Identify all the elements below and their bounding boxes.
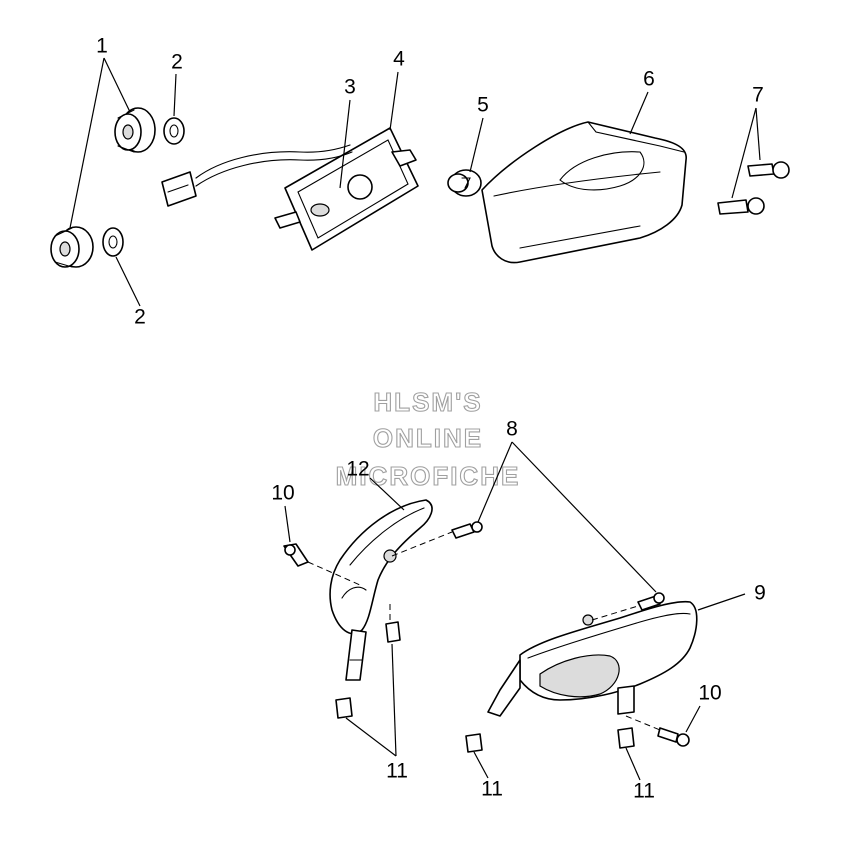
part-11-clip-a [385,621,401,643]
callout-9: 9 [754,582,766,605]
part-2-washer-lower [102,227,124,257]
assembly-lines [307,531,661,731]
callout-11-left: 11 [386,760,408,783]
part-5-bulb [447,169,482,197]
callout-4: 4 [393,48,405,71]
part-10-screw-left [283,543,309,567]
part-11-clip-b [335,697,353,719]
part-10-screw-right [657,727,690,747]
part-9-right-housing [487,600,698,717]
part-7-screw-lower [717,197,765,215]
part-3-wiring-harness [161,144,353,207]
watermark: HLSM'S ONLINE MICROFICHE [335,386,521,491]
callout-8: 8 [506,418,518,441]
leader-lines [69,57,761,781]
part-12-left-housing [329,499,433,681]
part-7-screw-upper [747,161,790,179]
callout-10-left: 10 [271,482,294,505]
callout-1: 1 [96,35,108,58]
callout-numbers: 1 2 2 3 4 5 6 7 8 9 10 10 11 11 11 12 [96,35,766,803]
callout-2-lower: 2 [134,306,146,329]
part-11-clip-c [465,733,483,753]
part-6-headlight-lens [481,121,687,264]
part-2-washer-upper [163,117,185,145]
part-1-grommet-upper [114,107,156,153]
part-4-socket-plate [274,127,419,251]
callout-10-right: 10 [698,682,721,705]
callout-11-middle: 11 [481,778,503,801]
callout-3: 3 [344,76,356,99]
part-1-grommet-lower [50,226,94,268]
callout-5: 5 [477,94,489,117]
callout-12: 12 [346,458,369,481]
watermark-line-1: HLSM'S [373,387,482,417]
callout-11-right: 11 [633,780,655,803]
callout-7: 7 [752,84,764,107]
watermark-line-3: MICROFICHE [336,461,521,491]
watermark-line-2: ONLINE [373,423,483,453]
part-8-screw-right [637,592,665,611]
part-8-screw-left [451,521,483,539]
callout-6: 6 [643,68,655,91]
callout-2-upper: 2 [171,51,183,74]
part-11-clip-d [617,727,635,749]
